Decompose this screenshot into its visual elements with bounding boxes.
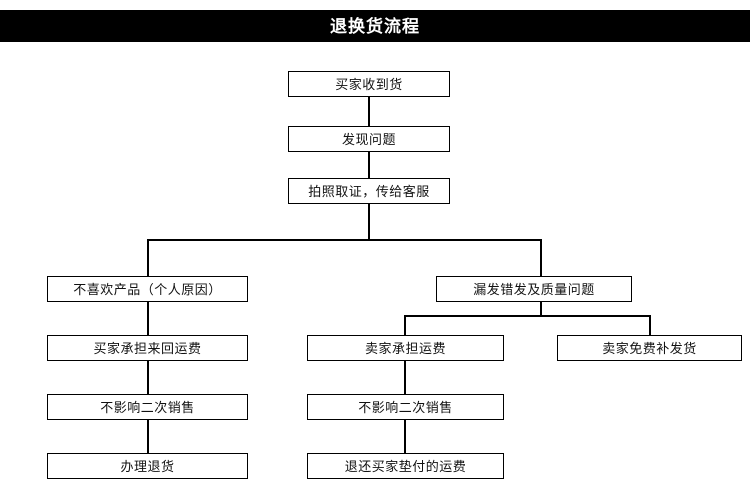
node-label: 卖家承担运费 — [364, 340, 446, 356]
node-buyer-pays-shipping[interactable]: 买家承担来回运费 — [47, 335, 248, 361]
connector-bus-n7 — [404, 315, 406, 336]
node-label: 退还买家垫付的运费 — [344, 458, 467, 474]
node-refund-buyer-shipping[interactable]: 退还买家垫付的运费 — [307, 453, 504, 479]
page-title: 退换货流程 — [330, 16, 420, 36]
node-seller-free-reship[interactable]: 卖家免费补发货 — [557, 335, 742, 361]
connector-bus-n4 — [147, 239, 149, 277]
node-missing-wrong-quality[interactable]: 漏发错发及质量问题 — [436, 276, 632, 302]
node-label: 卖家免费补发货 — [602, 340, 697, 356]
connector-n6-n9 — [147, 360, 149, 395]
node-label: 不影响二次销售 — [358, 399, 453, 415]
node-buyer-received[interactable]: 买家收到货 — [288, 71, 450, 97]
title-banner: 退换货流程 — [0, 10, 750, 42]
connector-n1-n2 — [368, 96, 370, 127]
node-label: 漏发错发及质量问题 — [473, 281, 595, 297]
connector-bus-n5 — [540, 239, 542, 277]
node-process-return[interactable]: 办理退货 — [47, 453, 248, 479]
node-label: 发现问题 — [341, 131, 396, 147]
connector-n3-bus — [368, 203, 370, 240]
connector-n7-n10 — [404, 360, 406, 395]
connector-split-bus-top — [147, 239, 542, 241]
node-label: 买家收到货 — [335, 76, 403, 92]
connector-n5-bus — [540, 301, 542, 316]
node-label: 不喜欢产品（个人原因） — [73, 281, 222, 297]
connector-n10-n12 — [404, 419, 406, 454]
node-seller-pays-shipping[interactable]: 卖家承担运费 — [307, 335, 504, 361]
node-found-problem[interactable]: 发现问题 — [288, 126, 450, 152]
node-dislike-product[interactable]: 不喜欢产品（个人原因） — [47, 276, 248, 302]
node-label: 买家承担来回运费 — [93, 340, 202, 356]
connector-bus-n8 — [649, 315, 651, 336]
node-label: 办理退货 — [120, 458, 175, 474]
connector-n9-n11 — [147, 419, 149, 454]
node-label: 拍照取证，传给客服 — [308, 183, 430, 199]
connector-n2-n3 — [368, 151, 370, 179]
connector-split-bus-right — [404, 315, 651, 317]
node-no-impact-resale-middle[interactable]: 不影响二次销售 — [307, 394, 504, 420]
node-label: 不影响二次销售 — [100, 399, 195, 415]
node-photo-evidence[interactable]: 拍照取证，传给客服 — [288, 178, 450, 204]
connector-n4-n6 — [147, 301, 149, 336]
node-no-impact-resale-left[interactable]: 不影响二次销售 — [47, 394, 248, 420]
